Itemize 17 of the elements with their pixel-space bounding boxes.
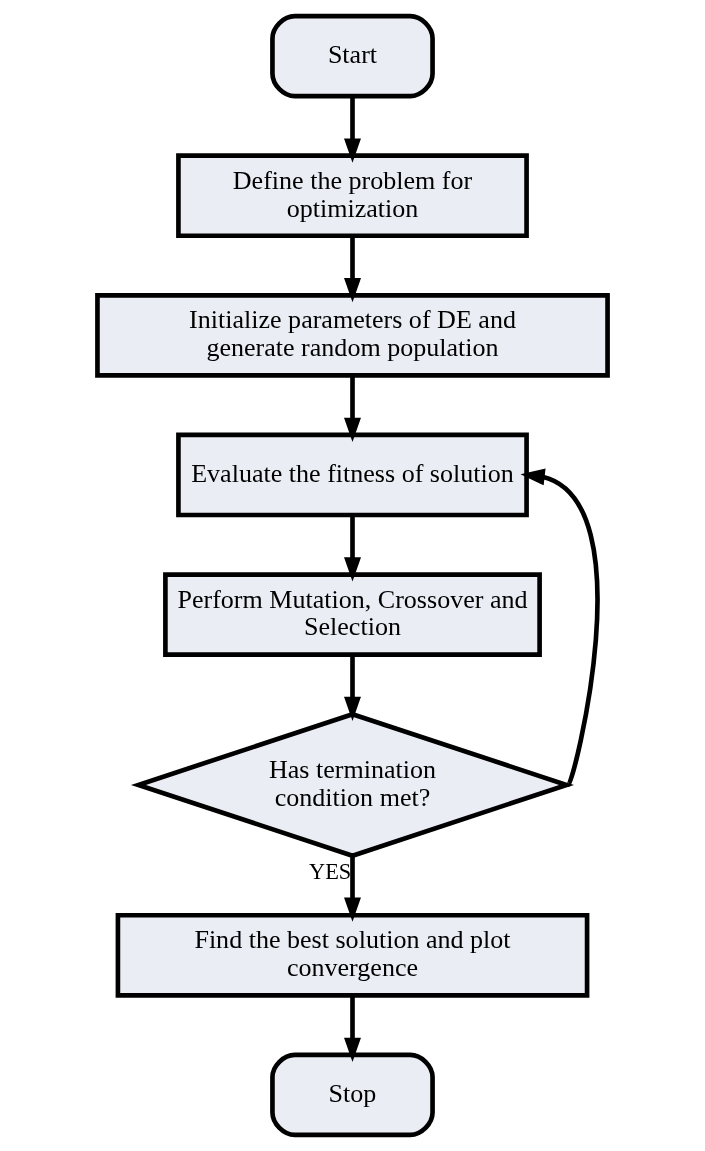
- arrow: [520, 468, 600, 786]
- arrow: [344, 856, 361, 922]
- node-box: Define the problem for optimization: [176, 153, 529, 239]
- node-diamond: Has termination condition met?: [131, 711, 574, 859]
- arrow: [344, 375, 361, 442]
- node-box: Evaluate the fitness of solution: [176, 432, 529, 518]
- arrow: [344, 515, 361, 582]
- arrow: [344, 995, 361, 1062]
- arrow: [344, 96, 361, 163]
- arrow: [344, 236, 361, 303]
- edge-label: YES: [309, 858, 352, 884]
- node-box: Stop: [270, 1052, 435, 1138]
- arrow: [344, 655, 361, 721]
- node-box: Initialize parameters of DE and generate random population: [95, 293, 610, 378]
- node-box: Find the best solution and plot convergence: [115, 912, 590, 998]
- node-box: Start: [270, 13, 435, 99]
- node-box: Perform Mutation, Crossover and Selection: [163, 572, 542, 657]
